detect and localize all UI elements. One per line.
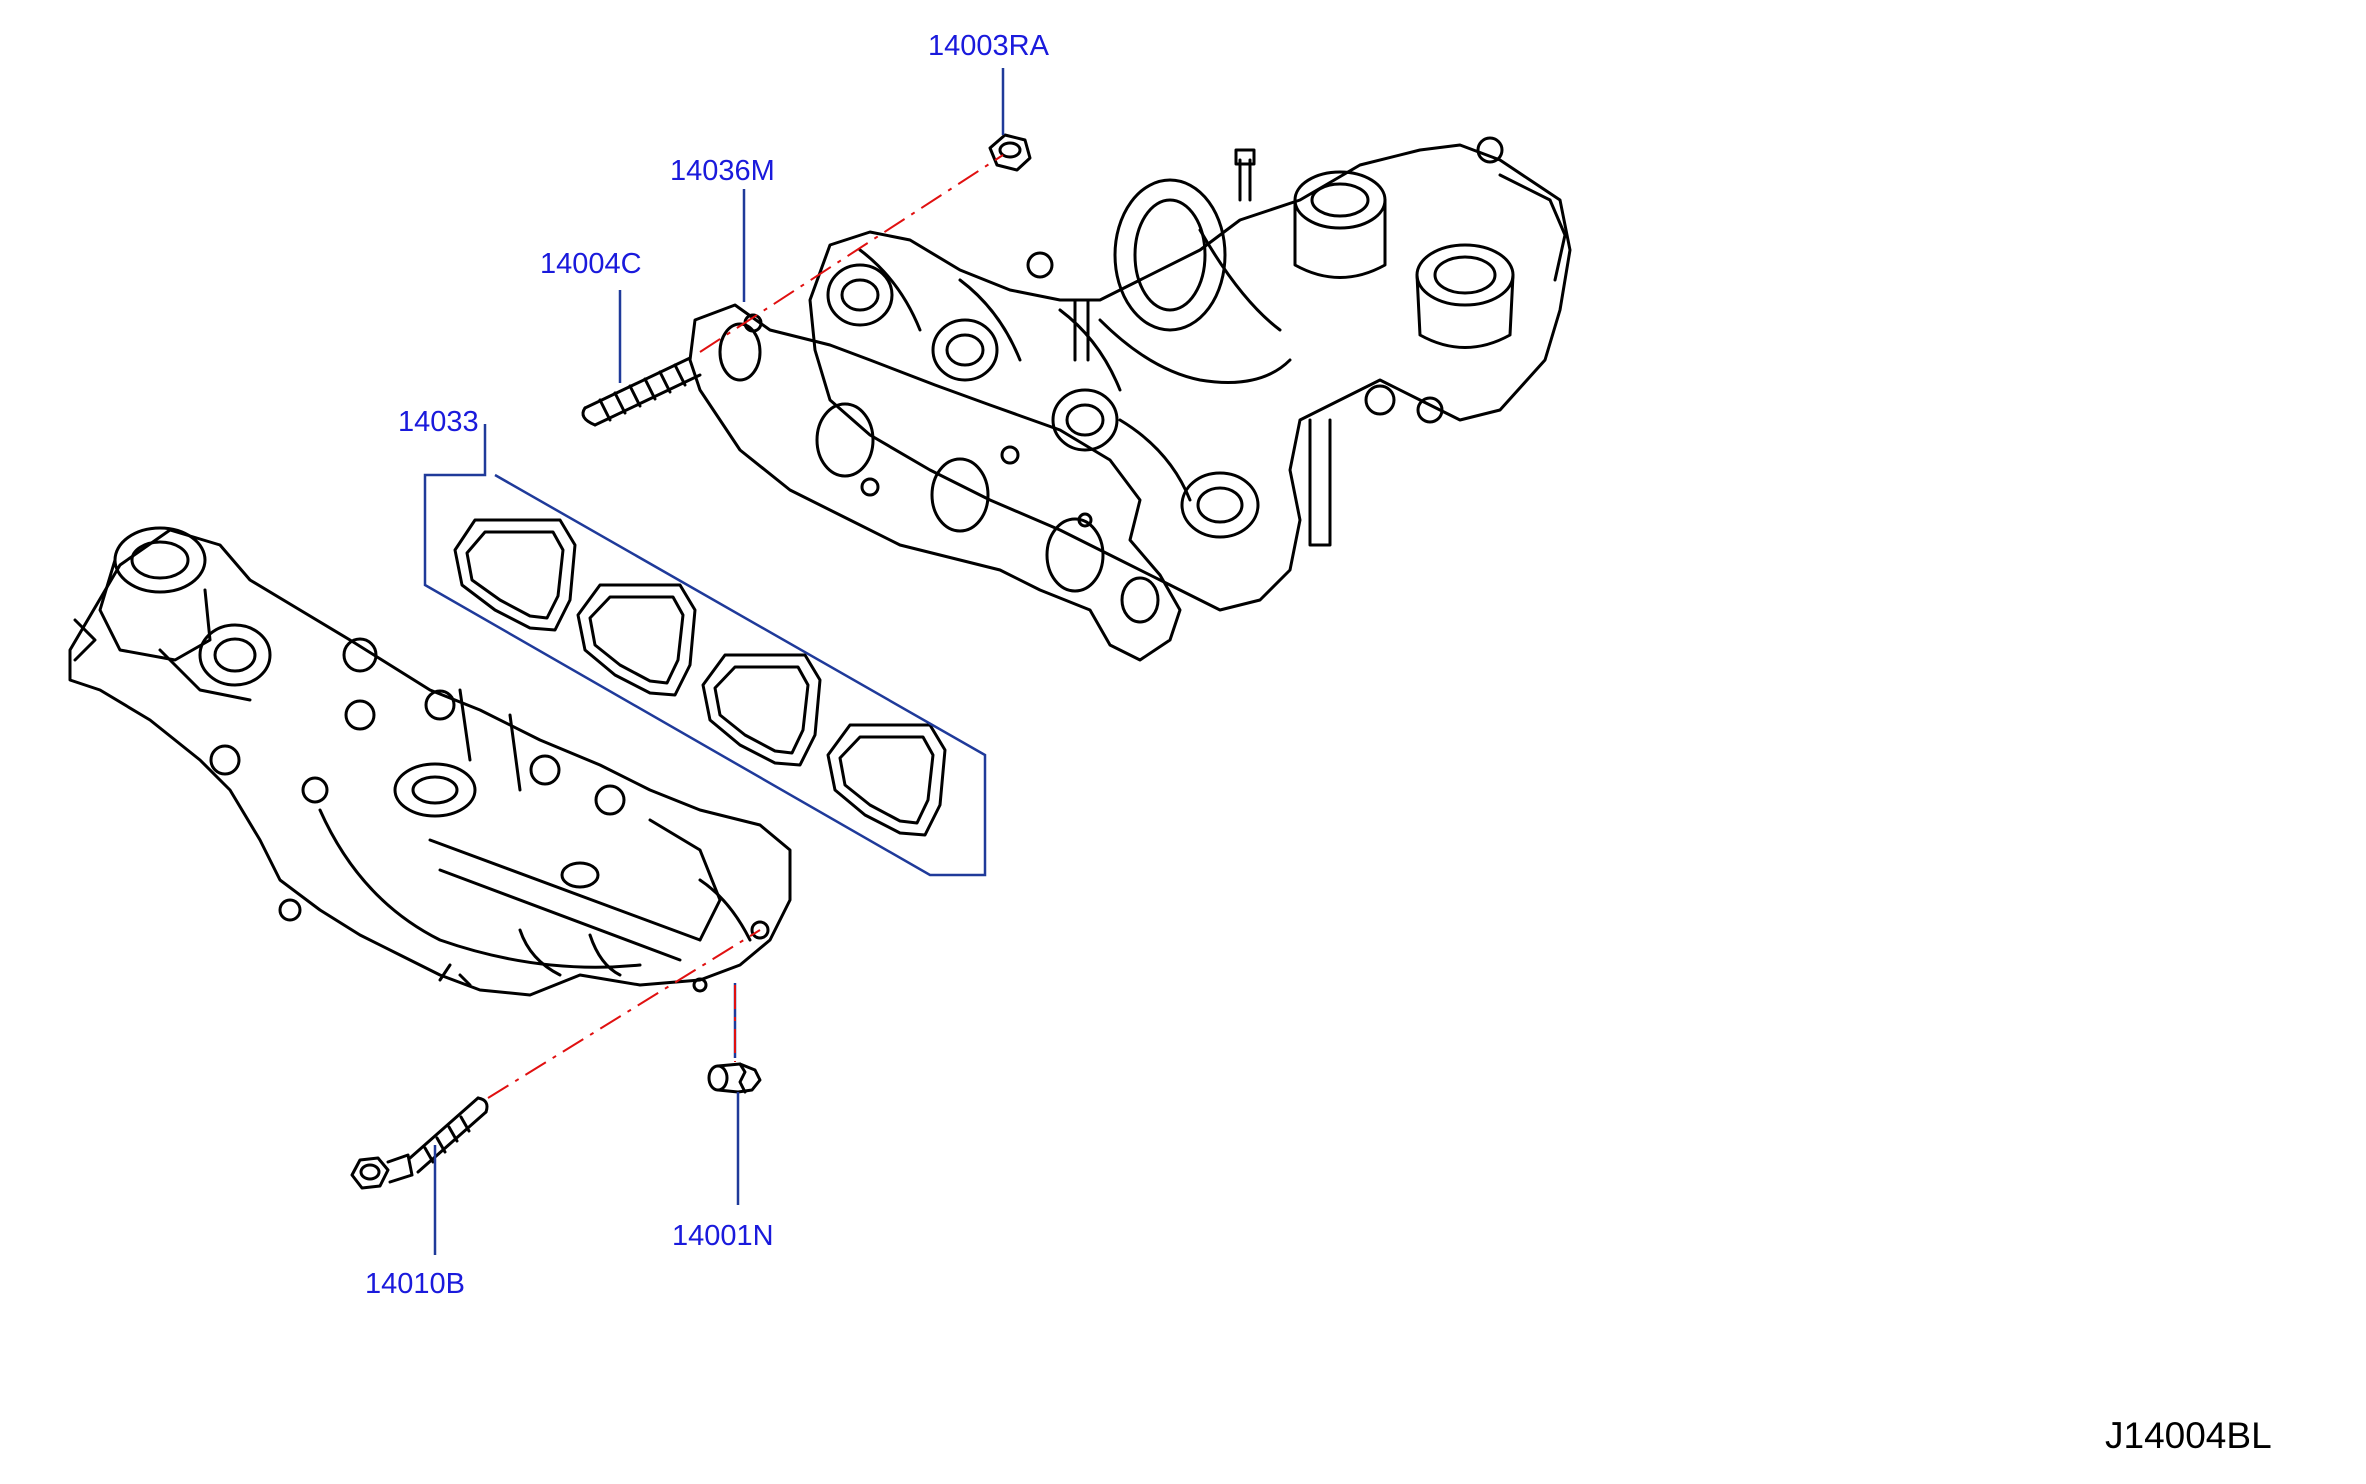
part-label-14003RA[interactable]: 14003RA (928, 30, 1049, 62)
part-label-14004C[interactable]: 14004C (540, 248, 642, 280)
part-label-14010B[interactable]: 14010B (365, 1268, 465, 1300)
diagram-code: J14004BL (2105, 1415, 2272, 1456)
part-label-14033[interactable]: 14033 (398, 406, 479, 438)
nut (988, 133, 1032, 172)
exhaust-manifold-gasket (688, 303, 1182, 662)
bolt (350, 1096, 489, 1190)
centerline-stud (699, 154, 1004, 353)
leader-14033 (423, 424, 987, 877)
intake-manifold (68, 526, 792, 997)
centerline-bolt (487, 929, 761, 1099)
stud (581, 356, 702, 427)
part-label-14001N[interactable]: 14001N (672, 1220, 774, 1252)
clip (707, 1062, 762, 1094)
exhaust-manifold-turbo-assembly (808, 136, 1572, 612)
intake-manifold-gaskets (453, 518, 947, 837)
part-label-14036M[interactable]: 14036M (670, 155, 775, 187)
